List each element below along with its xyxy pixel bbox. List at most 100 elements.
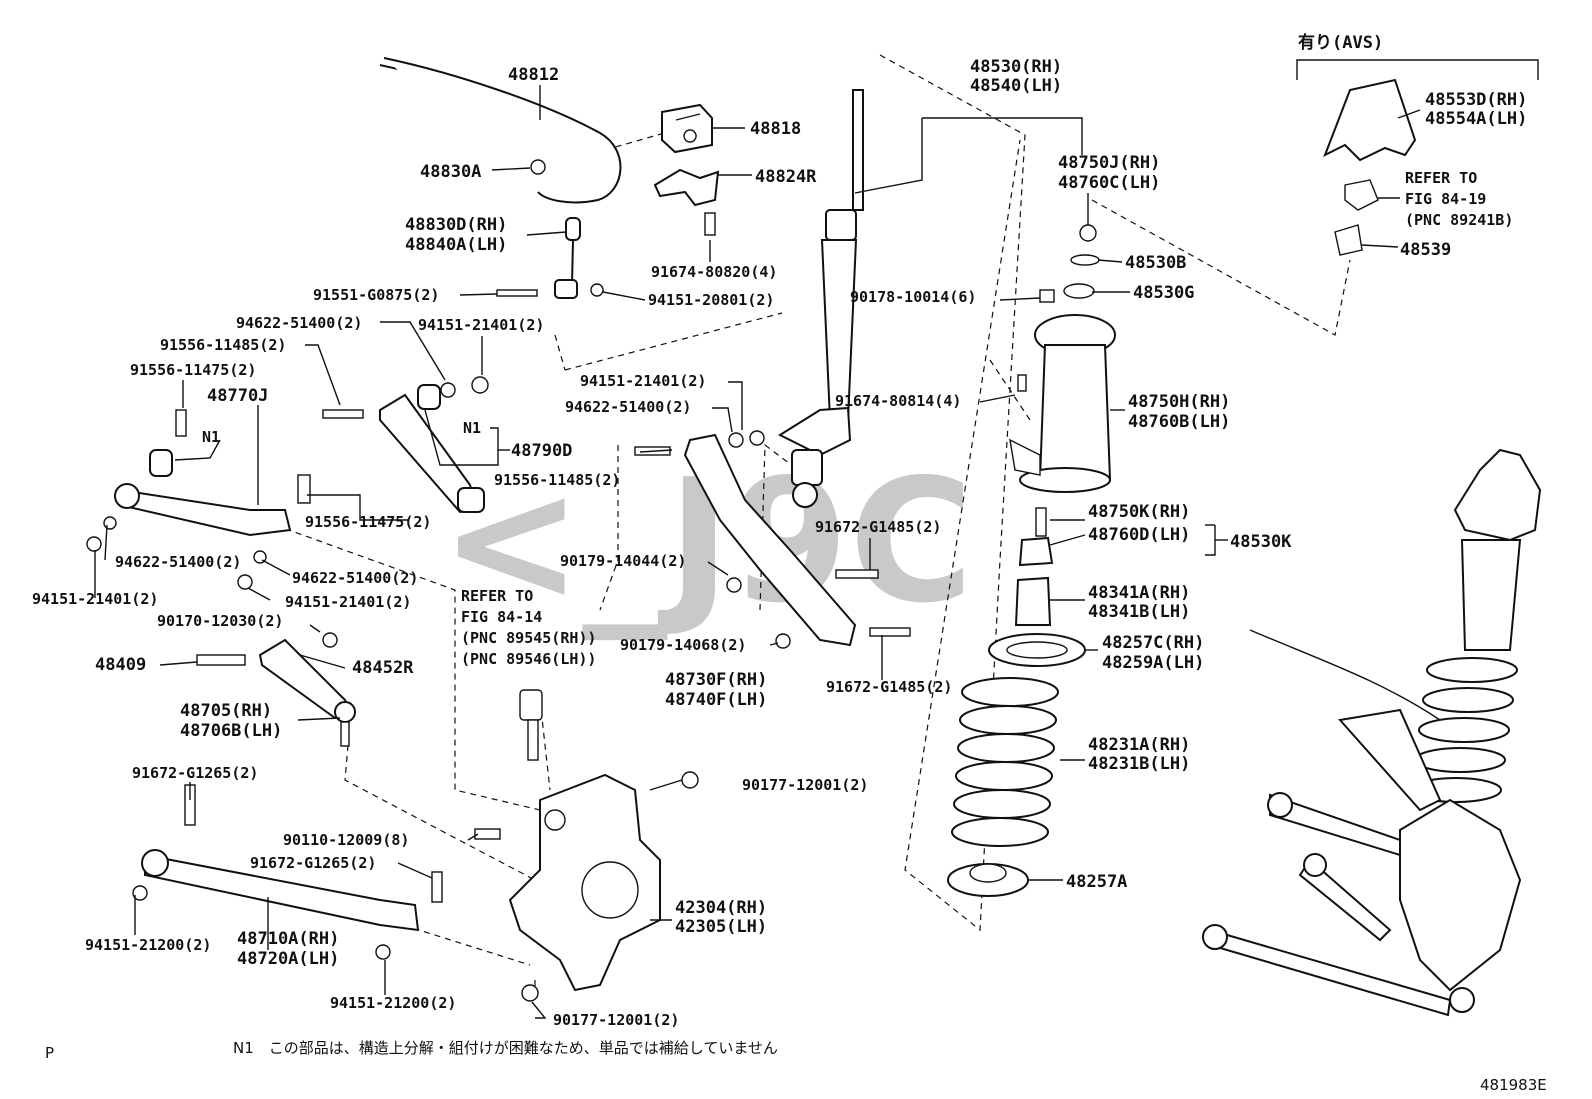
bump-stopper [1014,536,1054,626]
label-91672-G1265-b: 91672-G1265(2) [250,854,376,872]
label-91672-G1485-b: 91672-G1485(2) [826,678,952,696]
avs-bracket [1296,59,1539,80]
label-48830D: 48830D(RH) [405,215,507,235]
label-91556-11475-b: 91556-11475(2) [305,513,431,531]
refer-to-1-pnc-lh: (PNC 89546(LH)) [461,650,596,668]
label-94622-51400-c: 94622-51400(2) [115,553,241,571]
label-48760C: 48760C(LH) [1058,173,1160,193]
label-90170-12030: 90170-12030(2) [157,612,283,630]
label-91672-G1265-a: 91672-G1265(2) [132,764,258,782]
spring-upper-insulator [988,633,1086,667]
label-48539: 48539 [1400,240,1451,260]
label-42304: 42304(RH) [675,898,767,918]
steering-knuckle [508,689,661,992]
refer-to-2-fig: FIG 84-19 [1405,190,1486,208]
label-94151-21401-b: 94151-21401(2) [580,372,706,390]
label-91556-11485-a: 91556-11485(2) [160,336,286,354]
label-48790D: 48790D [511,441,572,461]
label-48259A: 48259A(LH) [1102,653,1204,673]
label-48409: 48409 [95,655,146,675]
refer-to-1-pnc-rh: (PNC 89545(RH)) [461,629,596,647]
label-94151-21401-a: 94151-21401(2) [418,316,544,334]
leader-lines [94,85,1421,1019]
lateral-arm-48770J [114,449,292,537]
label-48760D: 48760D(LH) [1088,525,1190,545]
label-90179-14068: 90179-14068(2) [620,636,746,654]
label-48830A: 48830A [420,162,481,182]
label-48812: 48812 [508,65,559,85]
label-48760B: 48760B(LH) [1128,412,1230,432]
toe-control-arm [258,638,356,747]
refer-to-2-pnc: (PNC 89241B) [1405,211,1513,229]
label-48231B: 48231B(LH) [1088,754,1190,774]
coil-spring [951,677,1059,847]
label-48750K: 48750K(RH) [1088,502,1190,522]
label-48530G: 48530G [1133,283,1194,303]
stabilizer-link [554,217,581,299]
label-91556-11475-a: 91556-11475(2) [130,361,256,379]
spring-lower-insulator [947,863,1029,897]
label-94622-51400-b: 94622-51400(2) [565,398,691,416]
label-48818: 48818 [750,119,801,139]
label-48452R: 48452R [352,658,414,678]
label-48705: 48705(RH) [180,701,272,721]
refer-to-1-fig: FIG 84-14 [461,608,542,626]
assembled-view [1202,448,1542,1017]
label-48554A: 48554A(LH) [1425,109,1527,129]
label-90177-12001-b: 90177-12001(2) [553,1011,679,1029]
label-48530B: 48530B [1125,253,1186,273]
spring-upper-mount [1009,314,1116,493]
refer-to-2: REFER TO [1405,169,1477,187]
label-48840A: 48840A(LH) [405,235,507,255]
label-48530-rh: 48530(RH) [970,57,1062,77]
label-90177-12001-a: 90177-12001(2) [742,776,868,794]
shock-absorber [777,89,864,508]
refer-to-1: REFER TO [461,587,533,605]
upper-control-arm [379,384,485,514]
label-48710A: 48710A(RH) [237,929,339,949]
label-91672-G1485-a: 91672-G1485(2) [815,518,941,536]
label-48750J: 48750J(RH) [1058,153,1160,173]
label-90178-10014: 90178-10014(6) [850,288,976,306]
stabilizer-bracket [653,168,720,207]
label-48824R: 48824R [755,167,817,187]
footer-left-mark: P [45,1044,54,1062]
label-94151-20801: 94151-20801(2) [648,291,774,309]
label-91674-80820: 91674-80820(4) [651,263,777,281]
label-42305: 42305(LH) [675,917,767,937]
label-94151-21401-c: 94151-21401(2) [32,590,158,608]
part-labels: 有り(AVS) 48812 48818 48830A 48824R 48830D… [32,32,1527,1029]
label-48540-lh: 48540(LH) [970,76,1062,96]
lower-control-arm [683,433,857,647]
label-48257C: 48257C(RH) [1102,633,1204,653]
label-48341A: 48341A(RH) [1088,583,1190,603]
label-48341B: 48341B(LH) [1088,602,1190,622]
label-48553D: 48553D(RH) [1425,90,1527,110]
label-48740F: 48740F(LH) [665,690,767,710]
avs-cover [1323,78,1417,256]
diagram-code: 481983E [1480,1076,1547,1094]
lower-arm-48710A [141,849,420,932]
label-48257A: 48257A [1066,872,1127,892]
footer-note: N1 この部品は、構造上分解・組付けが困難なため、単品では補給していません [233,1039,778,1057]
label-91674-80814: 91674-80814(4) [835,392,961,410]
avs-header: 有り(AVS) [1298,32,1383,53]
stabilizer-bushing [661,103,713,154]
label-n1-b: N1 [463,419,481,437]
label-94151-21401-d: 94151-21401(2) [285,593,411,611]
label-90179-14044: 90179-14044(2) [560,552,686,570]
dashed-guide-lines [274,54,1351,1000]
label-48770J: 48770J [207,386,268,406]
label-90110-12009: 90110-12009(8) [283,831,409,849]
label-48530K: 48530K [1230,532,1292,552]
label-94151-21200-a: 94151-21200(2) [85,936,211,954]
label-48730F: 48730F(RH) [665,670,767,690]
label-94622-51400-d: 94622-51400(2) [292,569,418,587]
stabilizer-bar [379,57,622,204]
label-48706B: 48706B(LH) [180,721,282,741]
label-91556-11485-b: 91556-11485(2) [494,471,620,489]
label-94622-51400-a: 94622-51400(2) [236,314,362,332]
label-94151-21200-b: 94151-21200(2) [330,994,456,1012]
label-48720A: 48720A(LH) [237,949,339,969]
